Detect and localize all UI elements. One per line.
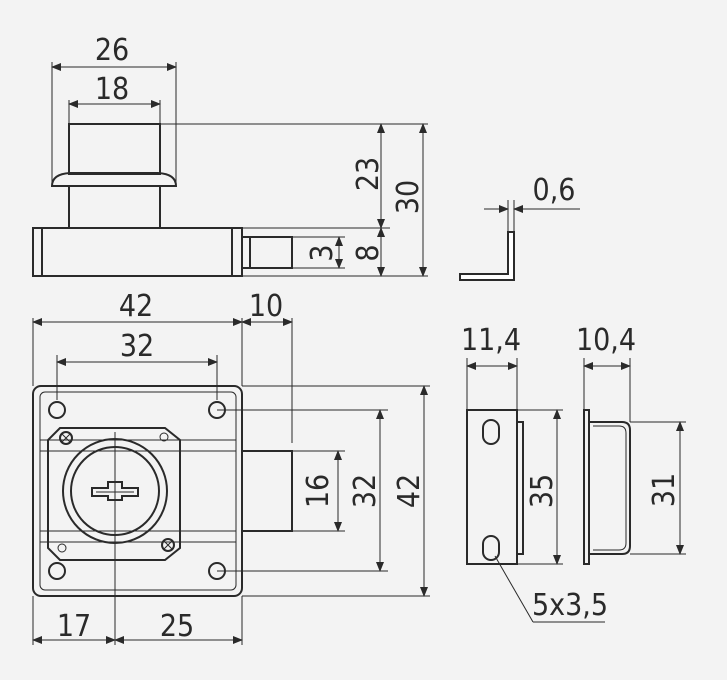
mounting-hole-bottom-left <box>48 562 66 580</box>
cylinder-neck <box>68 185 161 229</box>
dim-top-height-23: 23 <box>351 157 386 191</box>
dim-bolt-3: 3 <box>305 244 340 261</box>
dim-axis-offset-left: 17 <box>57 609 91 644</box>
screw-top-left-icon <box>59 431 73 445</box>
strike-slot-top <box>482 419 500 445</box>
angle-profile: 0,6 <box>459 173 580 281</box>
bolt-front <box>241 450 293 532</box>
strike-plate-view: 11,4 35 5x3,5 <box>461 323 608 623</box>
strike-slot-bottom <box>482 535 500 561</box>
lock-housing-top <box>32 227 243 277</box>
keyway-icon <box>91 481 139 501</box>
strike-plate <box>466 409 518 565</box>
dim-body-height: 42 <box>392 474 427 508</box>
keeper-view: 10,4 31 <box>576 323 686 565</box>
dim-top-height-30: 30 <box>391 180 426 214</box>
bolt-top <box>241 236 293 269</box>
dim-axis-offset-right: 25 <box>160 609 194 644</box>
mounting-hole-top-left <box>48 401 66 419</box>
slot-leader-line <box>494 555 534 623</box>
cylinder-flange <box>50 172 178 187</box>
escutcheon-plate <box>47 427 181 561</box>
dim-top-width-inner: 18 <box>95 72 129 107</box>
angle-bracket <box>459 231 515 281</box>
dim-hole-spacing-v: 32 <box>348 474 383 508</box>
dim-bolt-extension: 10 <box>249 289 283 324</box>
screw-bottom-right-icon <box>161 538 175 552</box>
keeper-box <box>588 421 631 555</box>
dim-hole-spacing-h: 32 <box>120 329 154 364</box>
dim-bolt-height: 16 <box>301 474 336 508</box>
dim-strike-width: 11,4 <box>461 323 521 358</box>
dim-top-width-outer: 26 <box>95 33 129 68</box>
dim-strike-height: 35 <box>525 474 560 508</box>
dim-body-width: 42 <box>119 289 153 324</box>
dim-bolt-8: 8 <box>351 244 386 261</box>
top-view: 26 18 23 30 3 8 <box>32 33 428 277</box>
dim-sheet-thickness: 0,6 <box>533 173 576 208</box>
dim-keeper-width: 10,4 <box>576 323 636 358</box>
dim-keeper-height: 31 <box>647 473 682 507</box>
cylinder-body <box>68 123 161 175</box>
front-view: 42 10 32 1 <box>32 289 430 645</box>
dim-strike-slot: 5x3,5 <box>532 588 608 623</box>
